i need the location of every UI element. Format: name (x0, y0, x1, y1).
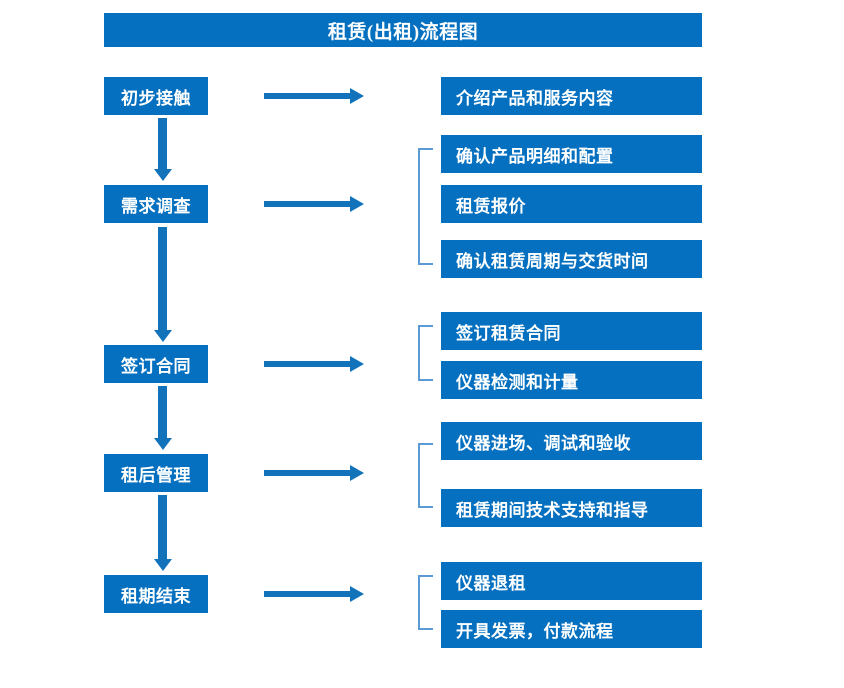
horizontal-arrow-2 (264, 201, 350, 207)
stage-box-2[interactable]: 需求调查 (104, 185, 208, 223)
stage-box-4[interactable]: 租后管理 (104, 454, 208, 492)
stage-box-3[interactable]: 签订合同 (104, 345, 208, 383)
group-bracket-4 (418, 575, 433, 630)
horizontal-arrow-3 (264, 361, 350, 367)
group-bracket-2 (418, 325, 433, 381)
vertical-arrow-4 (158, 495, 167, 560)
stage-box-5[interactable]: 租期结束 (104, 575, 208, 613)
horizontal-arrow-4 (264, 470, 350, 476)
detail-box-6[interactable]: 仪器检测和计量 (441, 361, 702, 399)
group-bracket-1 (418, 148, 433, 265)
detail-box-9[interactable]: 仪器退租 (441, 562, 702, 600)
horizontal-arrow-5 (264, 591, 350, 597)
chart-title: 租赁(出租)流程图 (104, 13, 702, 47)
group-bracket-3 (418, 443, 433, 508)
horizontal-arrow-1 (264, 93, 350, 99)
vertical-arrow-2 (158, 227, 167, 331)
detail-box-2[interactable]: 确认产品明细和配置 (441, 135, 702, 173)
detail-box-10[interactable]: 开具发票，付款流程 (441, 610, 702, 648)
detail-box-3[interactable]: 租赁报价 (441, 185, 702, 223)
detail-box-7[interactable]: 仪器进场、调试和验收 (441, 422, 702, 460)
vertical-arrow-1 (158, 118, 167, 170)
stage-box-1[interactable]: 初步接触 (104, 77, 208, 115)
detail-box-5[interactable]: 签订租赁合同 (441, 312, 702, 350)
detail-box-1[interactable]: 介绍产品和服务内容 (441, 77, 702, 115)
detail-box-4[interactable]: 确认租赁周期与交货时间 (441, 240, 702, 278)
detail-box-8[interactable]: 租赁期间技术支持和指导 (441, 489, 702, 527)
vertical-arrow-3 (158, 386, 167, 439)
